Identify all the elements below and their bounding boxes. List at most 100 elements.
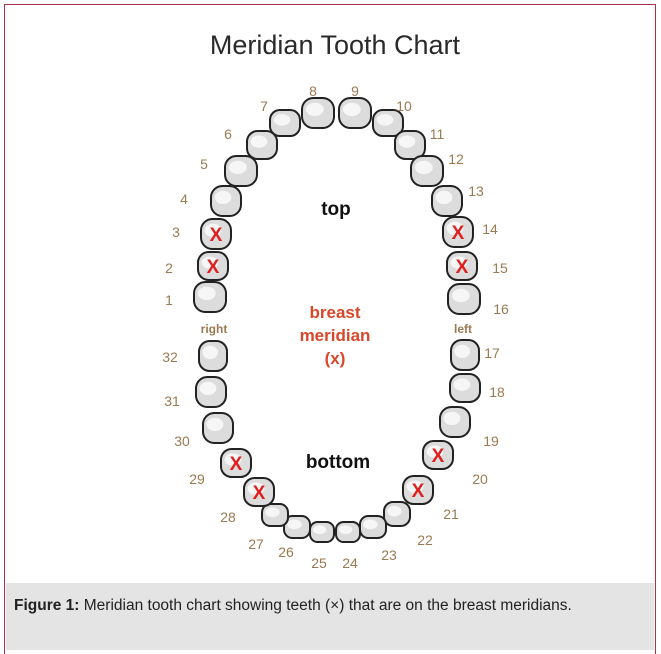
right-side-label: right [201, 322, 228, 336]
tooth-number-3: 3 [172, 224, 180, 240]
tooth-highlight [306, 103, 324, 116]
tooth-22 [384, 502, 410, 526]
tooth-highlight [387, 506, 402, 517]
tooth-4 [211, 186, 241, 216]
center-label-line-3: (x) [325, 349, 346, 368]
tooth-highlight [251, 135, 268, 147]
figure-caption: Figure 1: Meridian tooth chart showing t… [14, 594, 648, 618]
tooth-number-2: 2 [165, 260, 173, 276]
tooth-highlight [207, 418, 224, 431]
tooth-highlight [202, 346, 218, 359]
tooth-25 [310, 522, 334, 542]
center-label-line-2: meridian [300, 326, 371, 345]
tooth-number-22: 22 [417, 532, 433, 548]
breast-meridian-marker: X [253, 483, 266, 504]
tooth-highlight [444, 412, 461, 425]
tooth-highlight [215, 191, 232, 204]
tooth-number-11: 11 [430, 126, 445, 142]
tooth-number-25: 25 [311, 555, 327, 571]
tooth-number-28: 28 [220, 509, 236, 525]
tooth-number-23: 23 [381, 547, 397, 563]
tooth-20: X [423, 441, 453, 469]
tooth-21: X [403, 476, 433, 504]
tooth-3: X [201, 219, 231, 249]
breast-meridian-marker: X [210, 225, 223, 246]
tooth-highlight [313, 525, 326, 534]
tooth-number-20: 20 [472, 471, 488, 487]
tooth-highlight [229, 161, 247, 174]
tooth-23 [360, 516, 386, 538]
tooth-highlight [452, 289, 470, 302]
tooth-highlight [274, 114, 291, 125]
tooth-18 [450, 374, 480, 402]
breast-meridian-marker: X [412, 481, 425, 502]
tooth-number-16: 16 [493, 301, 509, 317]
tooth-8 [302, 98, 334, 128]
tooth-32 [199, 341, 227, 371]
tooth-number-18: 18 [489, 384, 505, 400]
tooth-30 [203, 413, 233, 443]
tooth-number-12: 12 [448, 151, 464, 167]
tooth-highlight [454, 378, 471, 390]
tooth-number-24: 24 [342, 555, 358, 571]
tooth-15: X [447, 252, 477, 280]
breast-meridian-marker: X [456, 257, 469, 278]
tooth-19 [440, 407, 470, 437]
breast-meridian-marker: X [207, 257, 220, 278]
tooth-highlight [265, 508, 280, 518]
tooth-highlight [198, 287, 216, 300]
tooth-number-19: 19 [483, 433, 499, 449]
tooth-number-7: 7 [260, 98, 268, 114]
tooth-16 [448, 284, 480, 314]
tooth-6 [247, 131, 277, 159]
tooth-highlight [415, 161, 433, 174]
tooth-13 [432, 186, 462, 216]
tooth-number-8: 8 [309, 83, 317, 99]
caption-label: Figure 1: [14, 597, 79, 614]
bottom-label: bottom [306, 452, 370, 473]
tooth-highlight [399, 135, 416, 147]
tooth-number-15: 15 [492, 260, 508, 276]
tooth-highlight [339, 525, 352, 534]
tooth-27 [262, 504, 288, 526]
tooth-highlight [200, 382, 217, 395]
tooth-number-14: 14 [482, 221, 498, 237]
tooth-highlight [377, 114, 394, 125]
tooth-number-1: 1 [165, 292, 173, 308]
breast-meridian-marker: X [432, 446, 445, 467]
tooth-12 [411, 156, 443, 186]
tooth-number-4: 4 [180, 191, 188, 207]
breast-meridian-marker: X [230, 454, 243, 475]
tooth-31 [196, 377, 226, 407]
tooth-number-17: 17 [484, 345, 500, 361]
tooth-1 [194, 282, 226, 312]
tooth-highlight [287, 520, 302, 530]
tooth-17 [451, 340, 479, 370]
tooth-highlight [436, 191, 453, 204]
tooth-highlight [363, 520, 378, 530]
tooth-28: X [244, 478, 274, 506]
breast-meridian-marker: X [452, 223, 465, 244]
tooth-5 [225, 156, 257, 186]
top-label: top [321, 199, 351, 220]
tooth-24 [336, 522, 360, 542]
center-label-line-1: breast [309, 303, 360, 322]
caption-text: Meridian tooth chart showing teeth (×) t… [79, 597, 571, 614]
tooth-number-29: 29 [189, 471, 205, 487]
tooth-11 [395, 131, 425, 159]
tooth-number-9: 9 [351, 83, 359, 99]
tooth-number-30: 30 [174, 433, 190, 449]
tooth-number-13: 13 [468, 183, 484, 199]
tooth-highlight [343, 103, 361, 116]
tooth-number-27: 27 [248, 536, 264, 552]
left-side-label: left [454, 322, 472, 336]
tooth-number-31: 31 [164, 393, 180, 409]
tooth-number-6: 6 [224, 126, 232, 142]
tooth-number-26: 26 [278, 544, 294, 560]
tooth-2: X [198, 252, 228, 280]
tooth-highlight [454, 345, 470, 358]
tooth-number-21: 21 [443, 506, 459, 522]
tooth-29: X [221, 449, 251, 477]
tooth-9 [339, 98, 371, 128]
tooth-14: X [443, 217, 473, 247]
